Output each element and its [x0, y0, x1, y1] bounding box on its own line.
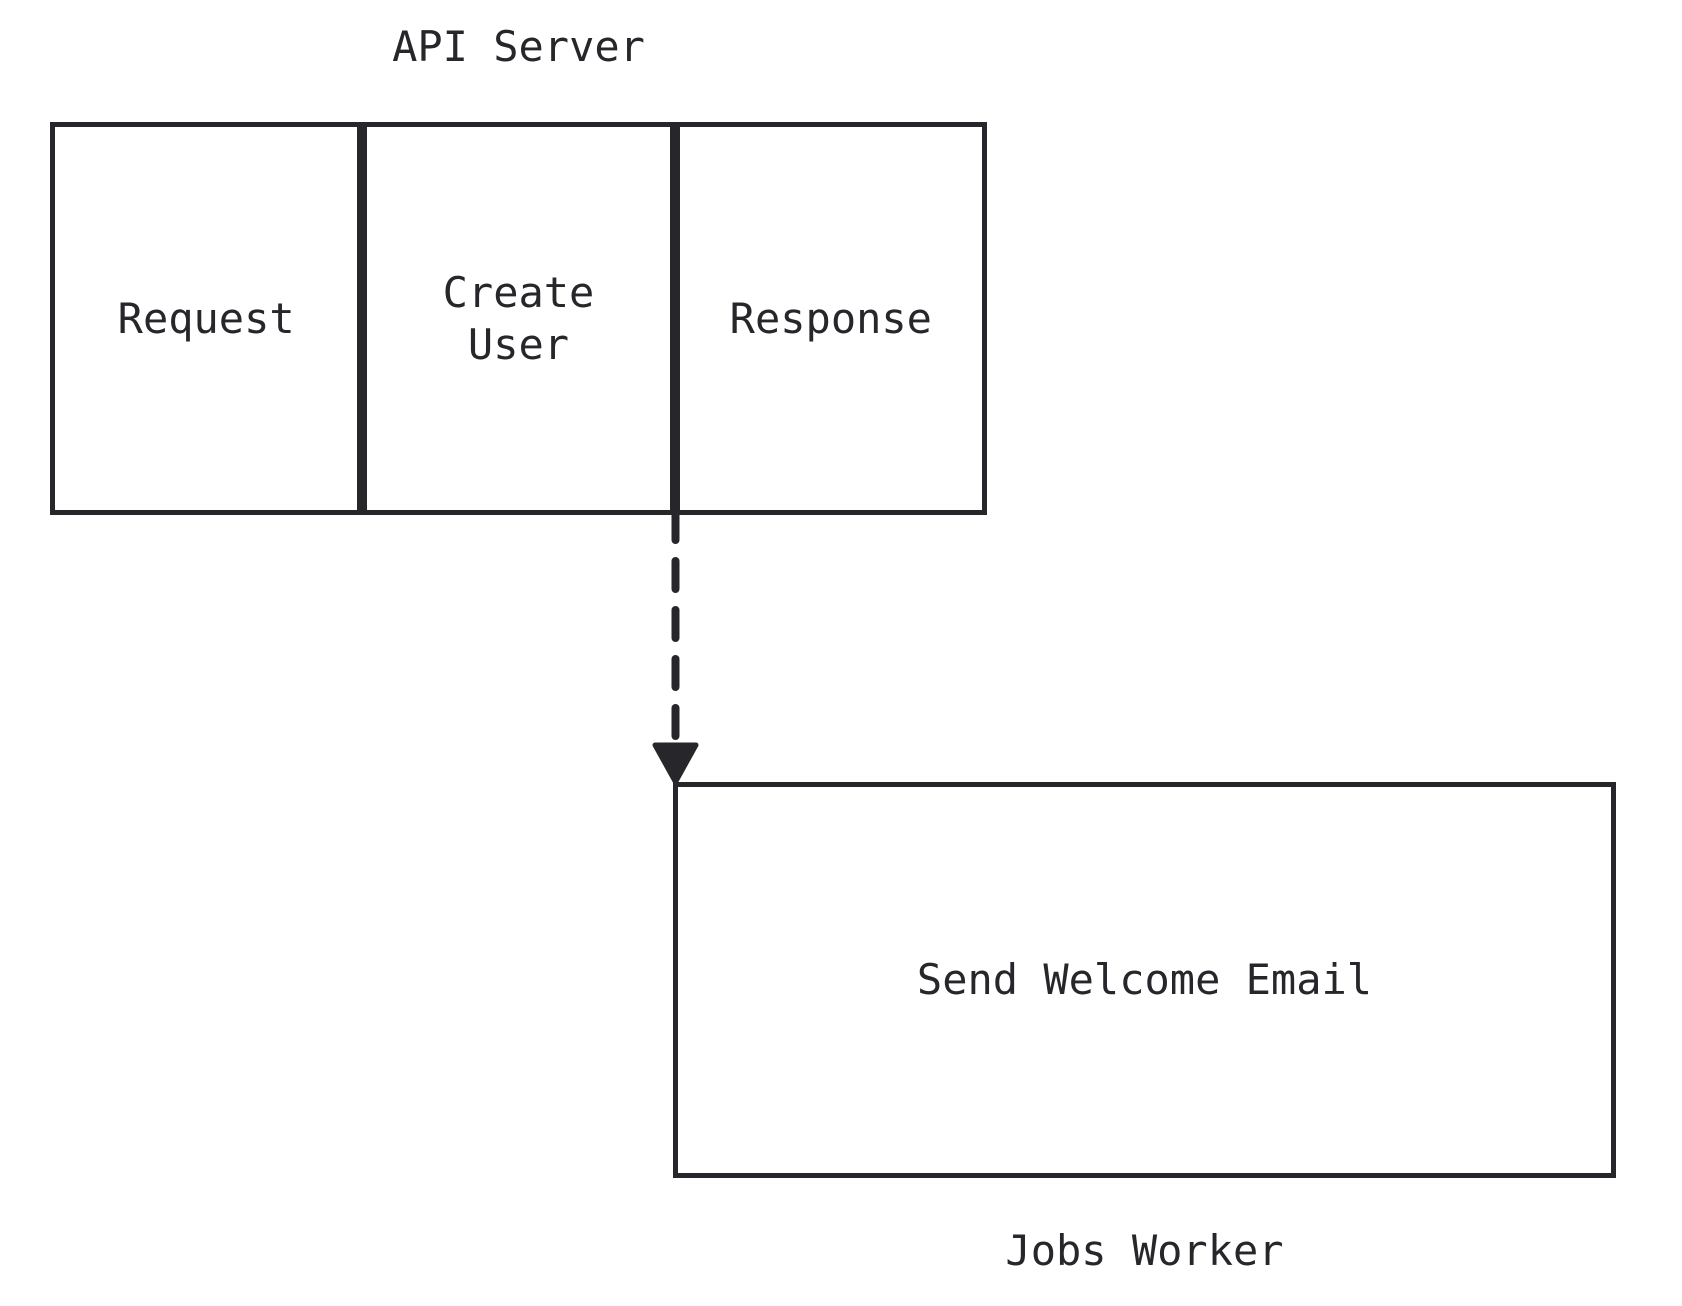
node-request-label: Request: [117, 293, 295, 343]
node-response: Response: [674, 122, 987, 515]
node-request: Request: [50, 122, 363, 515]
node-create-user: Create User: [362, 122, 675, 515]
arrowhead-down-icon: [652, 742, 699, 785]
node-create-user-label: Create User: [442, 267, 595, 369]
node-send-welcome-email: Send Welcome Email: [673, 782, 1616, 1178]
node-response-label: Response: [729, 293, 932, 343]
node-send-welcome-email-label: Send Welcome Email: [916, 955, 1373, 1004]
jobs-worker-group-label: Jobs Worker: [1005, 1226, 1284, 1275]
api-server-group: Request Create User Response: [50, 122, 987, 515]
api-server-group-label: API Server: [392, 22, 645, 71]
